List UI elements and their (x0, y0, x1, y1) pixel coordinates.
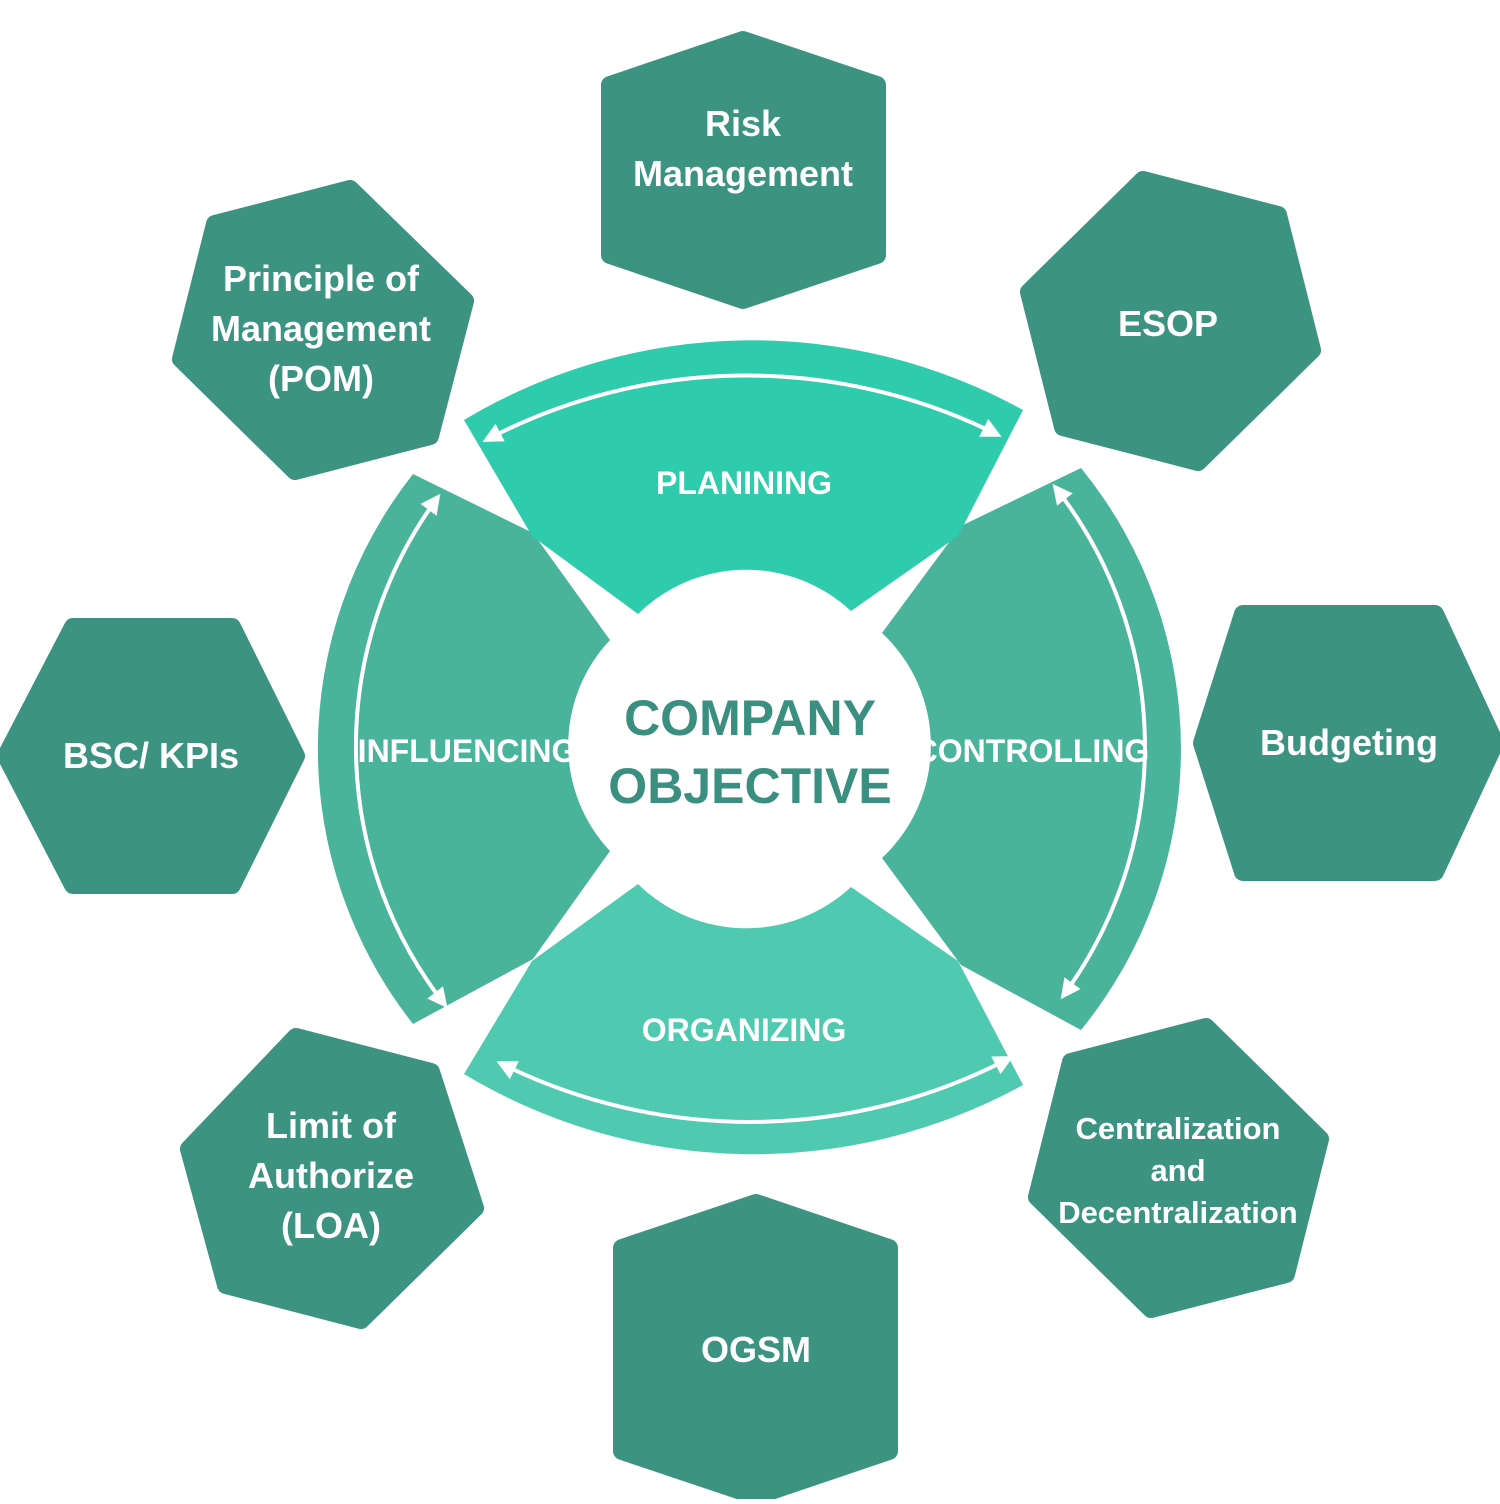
pom-label-line1: Principle of (223, 258, 420, 299)
risk-management-label-line2: Management (633, 153, 853, 194)
controlling-arrow (1052, 483, 1147, 1000)
hexagon-budgeting (1193, 605, 1500, 881)
segment-organizing (464, 884, 1023, 1155)
organizing-arrow (496, 1056, 1014, 1124)
loa-label-line2: Authorize (248, 1155, 414, 1196)
hexagon-loa (180, 1028, 484, 1329)
ogsm-label: OGSM (701, 1329, 811, 1370)
hexagon-esop (1020, 171, 1321, 471)
hexagon-centralization (1028, 1018, 1329, 1318)
segment-planning (464, 340, 1023, 614)
pom-label-line2: Management (211, 308, 431, 349)
budgeting-label: Budgeting (1260, 722, 1438, 763)
center-circle (578, 582, 914, 918)
hexagon-risk-management (601, 31, 886, 309)
segment-label-controlling: CONTROLLING (915, 733, 1150, 769)
loa-label-line3: (LOA) (281, 1205, 381, 1246)
segment-label-organizing: ORGANIZING (642, 1012, 846, 1048)
centralization-label-line2: and (1150, 1153, 1205, 1188)
center-title-line1: COMPANY (624, 690, 876, 746)
segment-influencing (317, 474, 610, 1024)
hexagon-pom (172, 180, 474, 480)
influencing-arrow (353, 493, 448, 1009)
hexagon-ogsm (613, 1194, 898, 1504)
risk-management-label-line1: Risk (705, 103, 782, 144)
center-title-line2: OBJECTIVE (608, 758, 891, 814)
hexagon-bsc-kpis (0, 618, 305, 894)
segment-controlling (882, 468, 1181, 1030)
pom-label-line3: (POM) (268, 358, 374, 399)
segment-label-planning: PLANINING (656, 465, 832, 501)
loa-label-line1: Limit of (266, 1105, 397, 1146)
esop-label: ESOP (1118, 303, 1218, 344)
centralization-label-line3: Decentralization (1058, 1195, 1297, 1230)
segment-label-influencing: INFLUENCING (358, 733, 577, 769)
bsc-kpis-label: BSC/ KPIs (63, 735, 239, 776)
centralization-label-line1: Centralization (1076, 1111, 1281, 1146)
planning-arrow (482, 373, 1002, 442)
